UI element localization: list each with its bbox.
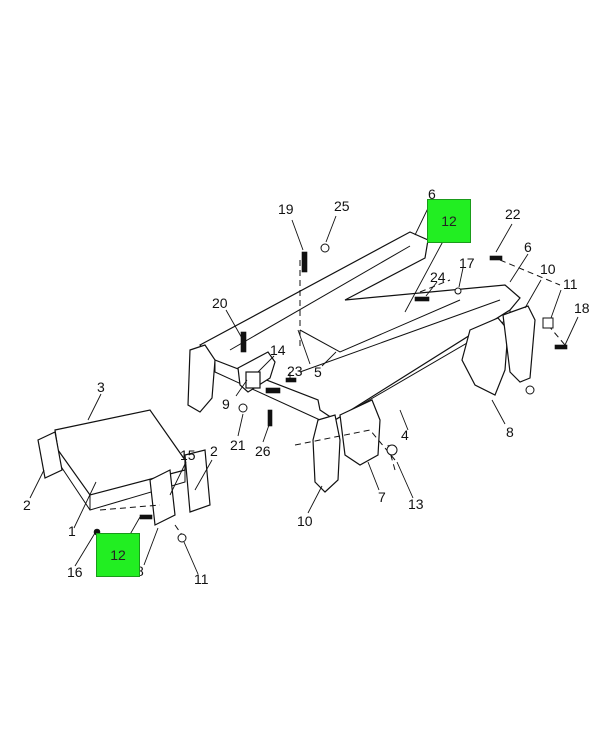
bracket-1 (37, 409, 211, 526)
callout-26[interactable]: 26 (255, 443, 271, 459)
callout-4[interactable]: 4 (401, 427, 409, 443)
callout-13[interactable]: 13 (408, 496, 424, 512)
callout-25[interactable]: 25 (334, 198, 350, 214)
callout-11-top[interactable]: 11 (563, 276, 578, 292)
callout-14[interactable]: 14 (270, 342, 286, 358)
callout-9[interactable]: 9 (222, 396, 230, 412)
bracket-9 (237, 351, 276, 393)
hotspot-12-top[interactable]: 12 (427, 199, 471, 243)
callout-10-top[interactable]: 10 (540, 261, 556, 277)
hotspot-12-top-label: 12 (441, 213, 457, 229)
hanger-left (187, 344, 216, 413)
callout-18[interactable]: 18 (574, 300, 590, 316)
callout-7[interactable]: 7 (378, 489, 386, 505)
callout-5[interactable]: 5 (314, 364, 322, 380)
hotspot-12-bottom[interactable]: 12 (96, 533, 140, 577)
callout-8-right[interactable]: 8 (506, 424, 514, 440)
callout-17[interactable]: 17 (459, 255, 475, 271)
callout-24[interactable]: 24 (430, 269, 446, 285)
callout-16[interactable]: 16 (67, 564, 83, 580)
hanger-8 (461, 305, 536, 396)
callout-2-left[interactable]: 2 (23, 497, 31, 513)
leader-lines (29, 201, 579, 575)
callout-20[interactable]: 20 (212, 295, 228, 311)
callout-22[interactable]: 22 (505, 206, 521, 222)
callout-6-right[interactable]: 6 (524, 239, 532, 255)
callout-2-right[interactable]: 2 (210, 443, 218, 459)
callout-11-bottom[interactable]: 11 (194, 571, 209, 587)
hanger-10-front (312, 399, 381, 493)
callout-10-bottom[interactable]: 10 (297, 513, 313, 529)
callout-19[interactable]: 19 (278, 201, 294, 217)
callout-1[interactable]: 1 (68, 523, 76, 539)
callout-3[interactable]: 3 (97, 379, 105, 395)
callout-23[interactable]: 23 (287, 363, 303, 379)
hotspot-12-bottom-label: 12 (110, 547, 126, 563)
callout-15[interactable]: 15 (180, 447, 196, 463)
fasteners (93, 243, 568, 543)
callout-6-top[interactable]: 6 (428, 186, 436, 202)
callout-21[interactable]: 21 (230, 437, 246, 453)
